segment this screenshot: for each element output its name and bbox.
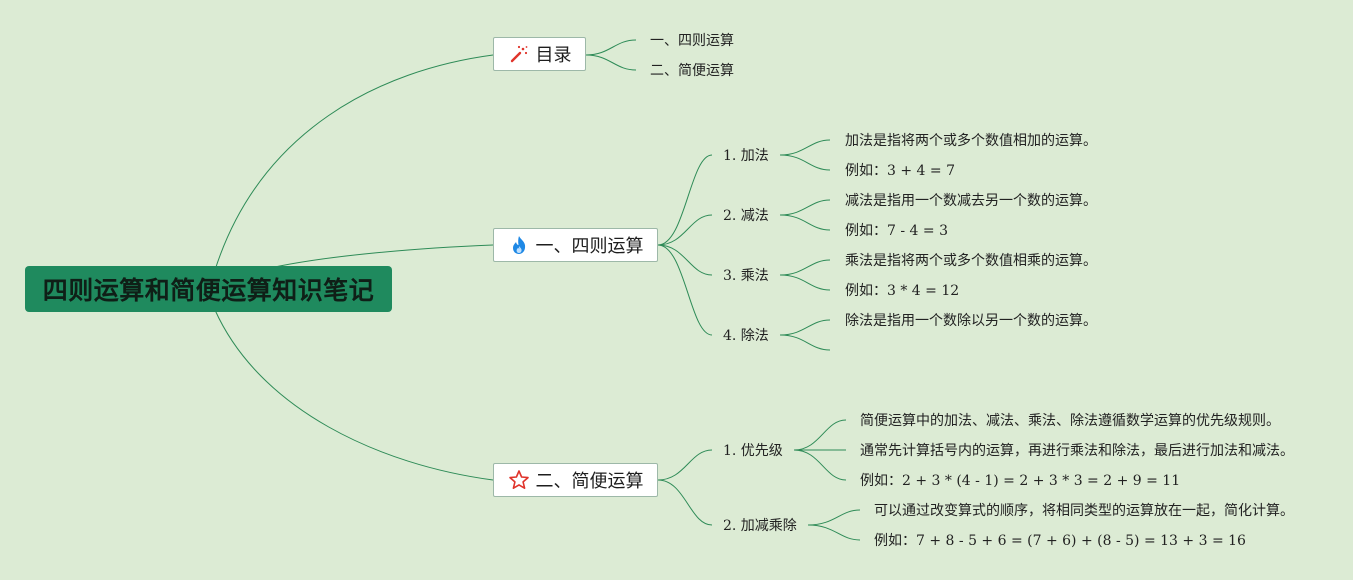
multiplication-desc[interactable]: 乘法是指将两个或多个数值相乘的运算。: [845, 253, 1097, 269]
subtraction-example-prefix: 例如：: [845, 223, 887, 239]
sub-reorder[interactable]: 2. 加减乘除: [723, 518, 797, 534]
connector-reorder-line-1: [807, 509, 861, 526]
addition-desc[interactable]: 加法是指将两个或多个数值相加的运算。: [845, 133, 1097, 149]
connector-priority-example: [793, 449, 847, 481]
root-title: 四则运算和简便运算知识笔记: [42, 276, 375, 305]
branch-four-ops[interactable]: 一、四则运算: [493, 228, 658, 262]
branch-simple-ops-label: 二、简便运算: [535, 471, 644, 492]
connector-priority-line-1: [793, 419, 847, 451]
connector-toc-item-1: [585, 39, 637, 56]
connector-root-toc: [214, 54, 494, 271]
connector-four-ops-mul: [657, 244, 713, 276]
toc-item-2[interactable]: 二、简便运算: [650, 63, 734, 79]
subtraction-example[interactable]: 例如：7 - 4 = 3: [845, 223, 948, 239]
connector-root-simple-ops: [214, 309, 494, 481]
sub-division[interactable]: 4. 除法: [723, 328, 769, 344]
connector-root-four-ops: [269, 244, 494, 269]
sub-subtraction[interactable]: 2. 减法: [723, 208, 769, 224]
subtraction-desc[interactable]: 减法是指用一个数减去另一个数的运算。: [845, 193, 1097, 209]
branch-toc[interactable]: 目录: [493, 37, 586, 71]
connector-mul-desc: [779, 259, 831, 276]
magic-wand-icon: [508, 43, 530, 65]
connector-four-ops-sub: [657, 214, 713, 246]
addition-example[interactable]: 例如：3 + 4 = 7: [845, 163, 955, 179]
connector-reorder-example: [807, 524, 861, 541]
priority-line-2[interactable]: 通常先计算括号内的运算，再进行乘法和除法，最后进行加法和减法。: [860, 443, 1294, 459]
reorder-line-1[interactable]: 可以通过改变算式的顺序，将相同类型的运算放在一起，简化计算。: [874, 503, 1294, 519]
sub-priority[interactable]: 1. 优先级: [723, 443, 783, 459]
reorder-example-prefix: 例如：: [874, 533, 916, 549]
connector-add-example: [779, 154, 831, 171]
priority-example[interactable]: 例如：2 + 3 * (4 - 1) = 2 + 3 * 3 = 2 + 9 =…: [860, 473, 1180, 489]
connector-sub-desc: [779, 199, 831, 216]
branch-four-ops-label: 一、四则运算: [535, 236, 644, 257]
connector-four-ops-add: [657, 154, 713, 246]
connector-div-desc: [779, 319, 831, 336]
multiplication-example[interactable]: 例如：3 * 4 = 12: [845, 283, 959, 299]
subtraction-example-value: 7 - 4 = 3: [887, 223, 948, 239]
connector-four-ops-div: [657, 244, 713, 336]
star-icon: [508, 469, 530, 491]
connector-simple-ops-priority: [657, 449, 713, 481]
reorder-example-value: 7 + 8 - 5 + 6 = (7 + 6) + (8 - 5) = 13 +…: [916, 533, 1246, 549]
connector-simple-ops-reorder: [657, 479, 713, 526]
branch-toc-label: 目录: [535, 45, 572, 66]
toc-item-1[interactable]: 一、四则运算: [650, 33, 734, 49]
connector-toc-item-2: [585, 54, 637, 71]
multiplication-example-prefix: 例如：: [845, 283, 887, 299]
sub-addition[interactable]: 1. 加法: [723, 148, 769, 164]
division-desc[interactable]: 除法是指用一个数除以另一个数的运算。: [845, 313, 1097, 329]
priority-line-1[interactable]: 简便运算中的加法、减法、乘法、除法遵循数学运算的优先级规则。: [860, 413, 1280, 429]
connector-add-desc: [779, 139, 831, 156]
root-topic[interactable]: 四则运算和简便运算知识笔记: [25, 266, 392, 312]
flame-icon: [508, 234, 530, 256]
priority-example-value: 2 + 3 * (4 - 1) = 2 + 3 * 3 = 2 + 9 = 11: [902, 473, 1181, 489]
priority-example-prefix: 例如：: [860, 473, 902, 489]
reorder-example[interactable]: 例如：7 + 8 - 5 + 6 = (7 + 6) + (8 - 5) = 1…: [874, 533, 1246, 549]
sub-multiplication[interactable]: 3. 乘法: [723, 268, 769, 284]
connector-sub-example: [779, 214, 831, 231]
addition-example-prefix: 例如：: [845, 163, 887, 179]
connector-mul-example: [779, 274, 831, 291]
branch-simple-ops[interactable]: 二、简便运算: [493, 463, 658, 497]
multiplication-example-value: 3 * 4 = 12: [887, 283, 960, 299]
addition-example-value: 3 + 4 = 7: [887, 163, 955, 179]
connector-div-empty: [779, 334, 831, 351]
